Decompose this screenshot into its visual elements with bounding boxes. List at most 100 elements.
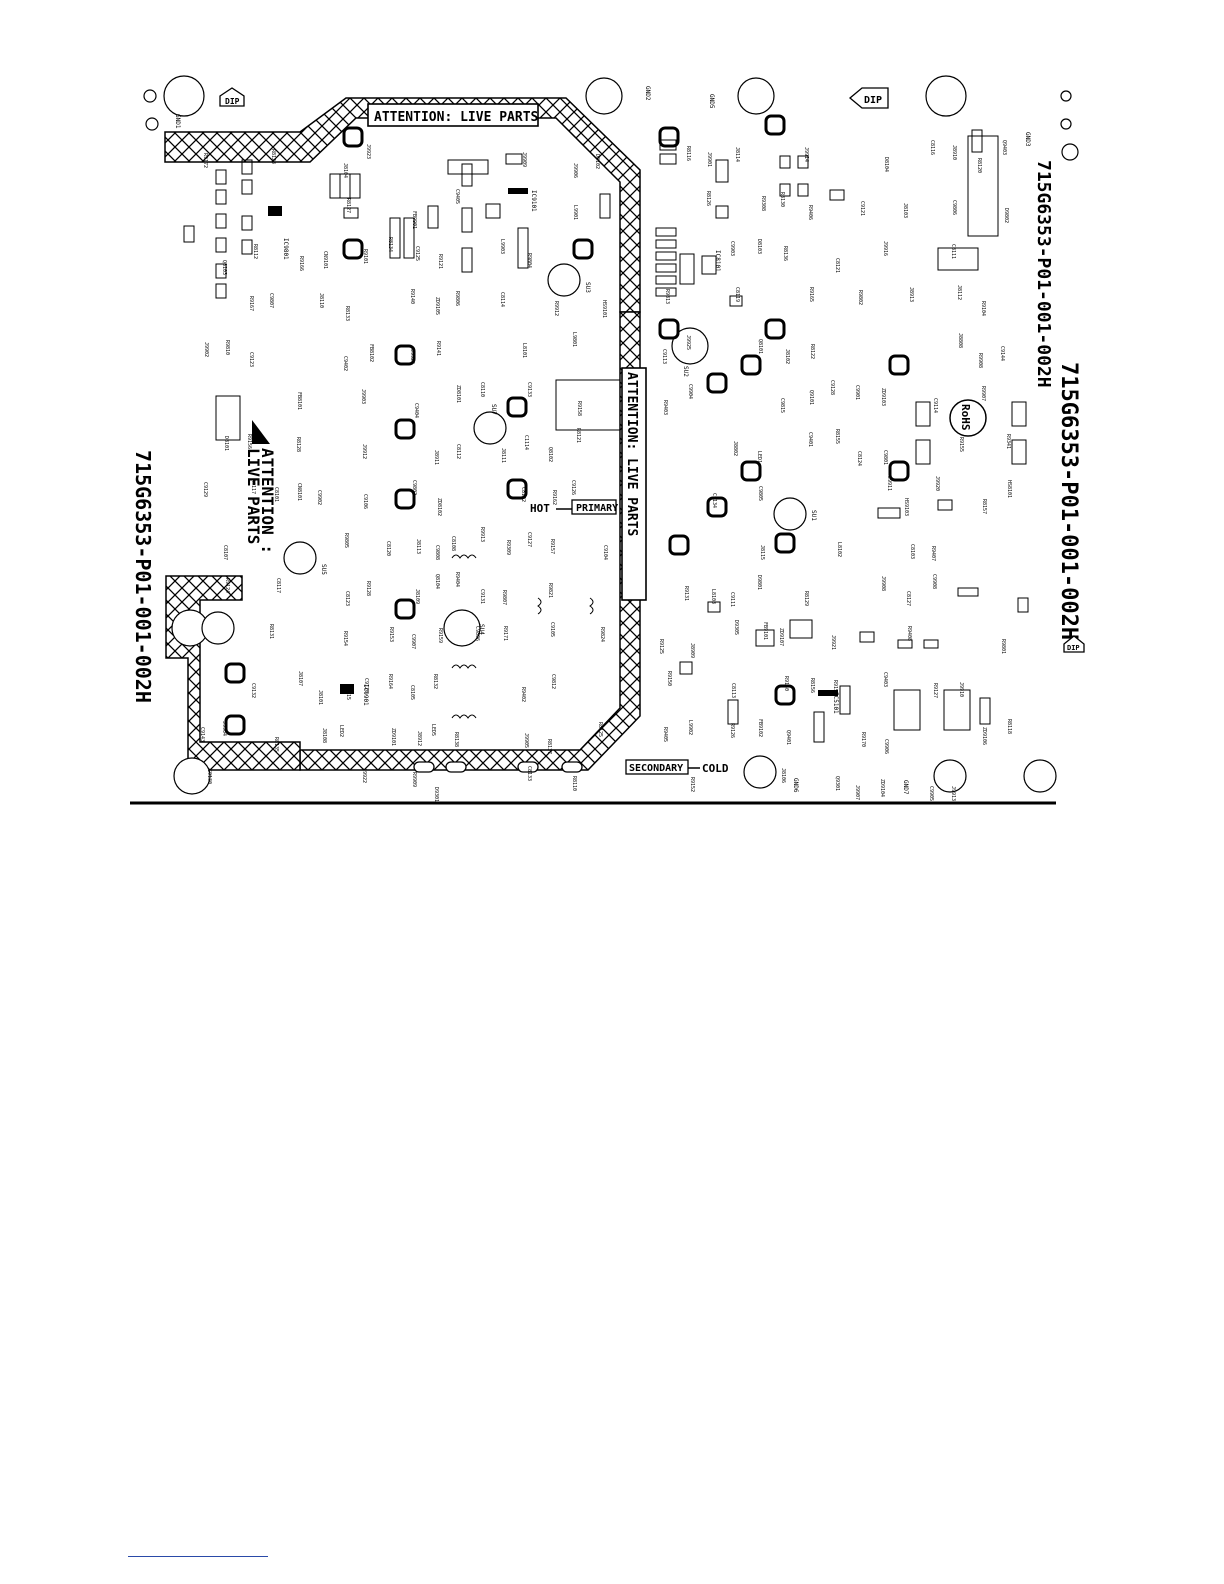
part-label: J9908: [880, 576, 886, 591]
part-label: R9156: [246, 434, 252, 449]
part-label: R9158: [576, 401, 582, 416]
part-label: R9101: [362, 249, 368, 264]
part-label: C9805: [757, 486, 763, 501]
component-footprints: [183, 129, 1029, 743]
part-label: R8133: [344, 306, 350, 321]
part-label: R9804: [526, 253, 532, 268]
part-label: L9902: [687, 720, 693, 735]
part-label: R9124: [224, 578, 230, 593]
part-label: J9902: [203, 342, 209, 357]
part-label: C1114: [523, 435, 529, 450]
part-label: C8101: [273, 487, 279, 502]
part-label: LED1: [756, 451, 762, 463]
part-label: ZD9105: [434, 297, 440, 315]
part-label: C9128: [829, 380, 835, 395]
part-label: C9134: [711, 493, 717, 508]
part-label: C9404: [413, 403, 419, 418]
part-label: J8911: [433, 450, 439, 465]
part-label: ZD9103: [880, 388, 886, 406]
ground-label: GND3: [1024, 132, 1031, 147]
part-label: R9407: [930, 546, 936, 561]
part-label: J8802: [732, 441, 738, 456]
part-label: C8124: [856, 451, 862, 466]
part-label: R8129: [803, 591, 809, 606]
part-label: C9904: [687, 384, 693, 399]
secondary-cold-marker: SECONDARY COLD: [625, 759, 729, 775]
part-label: ZD9104: [879, 779, 885, 797]
part-label: C8107: [222, 545, 228, 560]
secondary-label: SECONDARY: [629, 763, 683, 774]
part-label-layer: R9813C9806C9805R9805C9812R9806R9804R9807…: [199, 140, 1012, 802]
part-label: R8136: [782, 246, 788, 261]
part-label: R9164: [387, 674, 393, 689]
screw-label: SU4: [478, 624, 485, 635]
part-label: C8114: [499, 292, 505, 307]
ic-label: IC8101: [714, 250, 721, 272]
part-label: J8115: [759, 545, 765, 560]
part-label: D9802: [1003, 208, 1009, 223]
part-label: R9152: [689, 777, 695, 792]
part-label: R9170: [860, 732, 866, 747]
part-label: R8138: [453, 732, 459, 747]
part-label: Q8101: [757, 339, 763, 354]
part-label: C9807: [268, 293, 274, 308]
part-label: J9925: [685, 335, 691, 350]
part-label: R9402: [520, 687, 526, 702]
part-label: LED5: [430, 724, 436, 736]
part-label: C9120: [363, 678, 369, 693]
ground-label: GND2: [644, 86, 651, 101]
bottom-jumpers: [413, 761, 583, 773]
part-label: C9129: [202, 482, 208, 497]
part-label: FB9901: [411, 211, 417, 229]
part-label: C9906: [883, 739, 889, 754]
part-label: J9909: [521, 152, 527, 167]
part-label: Q9401: [785, 730, 791, 745]
part-label: ZD8102: [436, 498, 442, 516]
attention-left: ATTENTION : LIVE PARTS: [244, 420, 277, 554]
part-label: CN8101: [296, 483, 302, 501]
part-label: J9923: [365, 144, 371, 159]
screw-label: SU7: [490, 404, 497, 415]
part-label: R9810: [224, 340, 230, 355]
part-label: ZD9107: [778, 628, 784, 646]
part-label: R9309: [505, 540, 511, 555]
part-label: C8103: [909, 544, 915, 559]
part-label: R9408: [906, 626, 912, 641]
part-label: R8157: [981, 499, 987, 514]
ic-label: IC9901: [362, 684, 369, 706]
part-label: J8909: [689, 643, 695, 658]
part-label: C9132: [250, 683, 256, 698]
part-label: R9806: [454, 291, 460, 306]
part-label: C9806: [474, 626, 480, 641]
live-parts-warning-top: ATTENTION: LIVE PARTS: [367, 103, 539, 127]
part-label: J8910: [951, 145, 957, 160]
part-label: J8113: [415, 539, 421, 554]
part-label: R9913: [479, 527, 485, 542]
part-label: C8117: [275, 578, 281, 593]
part-label: R8118: [1006, 719, 1012, 734]
part-label: ZD9106: [981, 727, 987, 745]
dip-arrow-right: DIP: [1063, 635, 1085, 653]
part-label: R9151: [832, 680, 838, 695]
part-label: L9901: [572, 205, 578, 220]
part-label: R9341: [1005, 434, 1011, 449]
part-label: J8112: [956, 285, 962, 300]
part-label: J8114: [734, 147, 740, 162]
part-label: J8111: [500, 448, 506, 463]
part-label: R9153: [388, 627, 394, 642]
part-label: C9815: [779, 398, 785, 413]
part-label: R9155: [958, 437, 964, 452]
dip-arrow-top-right: DIP: [848, 87, 889, 109]
rohs-mark: RoHS: [949, 399, 987, 437]
part-label: J9905: [523, 733, 529, 748]
part-label: C9131: [479, 589, 485, 604]
screw-label: SU3: [584, 282, 591, 293]
part-label: R9131: [683, 586, 689, 601]
dip-arrow-left: DIP: [219, 87, 245, 107]
part-label: R9908: [977, 353, 983, 368]
part-label: J8107: [297, 671, 303, 686]
part-label: R9126: [729, 723, 735, 738]
footer-rule: [128, 1556, 268, 1557]
part-label: R9160: [783, 676, 789, 691]
